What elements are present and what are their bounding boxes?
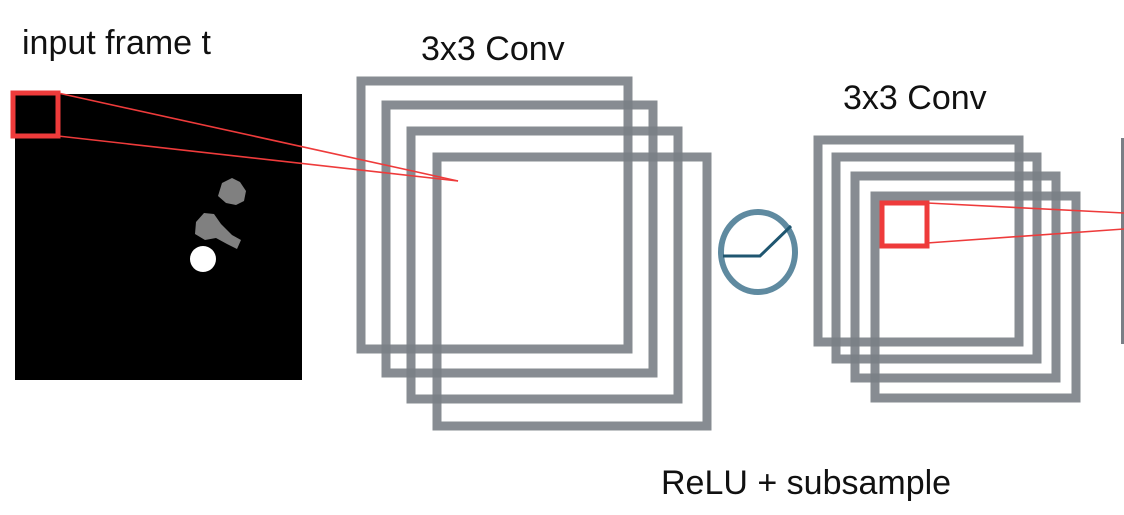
conv2-map-3	[850, 171, 1061, 383]
relu-ring	[718, 209, 798, 295]
conv1-map-1	[356, 76, 633, 354]
conv2-map-4	[870, 191, 1081, 403]
blob-top	[218, 178, 246, 205]
relu-curve	[723, 224, 793, 258]
relu-subsample-label: ReLU + subsample	[661, 464, 952, 502]
conv2-map-1	[813, 135, 1024, 347]
next-layer-edge	[1121, 138, 1124, 344]
conv2-feature-maps	[813, 135, 1081, 403]
conv2-map-2	[831, 152, 1042, 364]
receptive-field-input	[10, 90, 61, 139]
projection-line-1b	[57, 135, 459, 182]
conv1-map-2	[381, 100, 658, 378]
conv1-feature-maps	[356, 76, 712, 431]
input-frame-label: input frame t	[22, 24, 211, 62]
blob-tailed	[195, 213, 241, 249]
projection-line-1a	[57, 92, 459, 182]
conv2-label: 3x3 Conv	[843, 79, 987, 117]
projection-line-2a	[926, 202, 1124, 214]
conv1-map-4	[432, 152, 712, 431]
conv1-map-3	[406, 126, 683, 404]
input-blobs	[190, 178, 246, 272]
receptive-field-conv2	[879, 200, 930, 249]
projection-line-2b	[926, 228, 1124, 244]
input-frame	[15, 94, 302, 380]
blob-white	[190, 246, 216, 272]
conv1-label: 3x3 Conv	[421, 30, 565, 68]
relu-activation-icon	[718, 209, 798, 295]
